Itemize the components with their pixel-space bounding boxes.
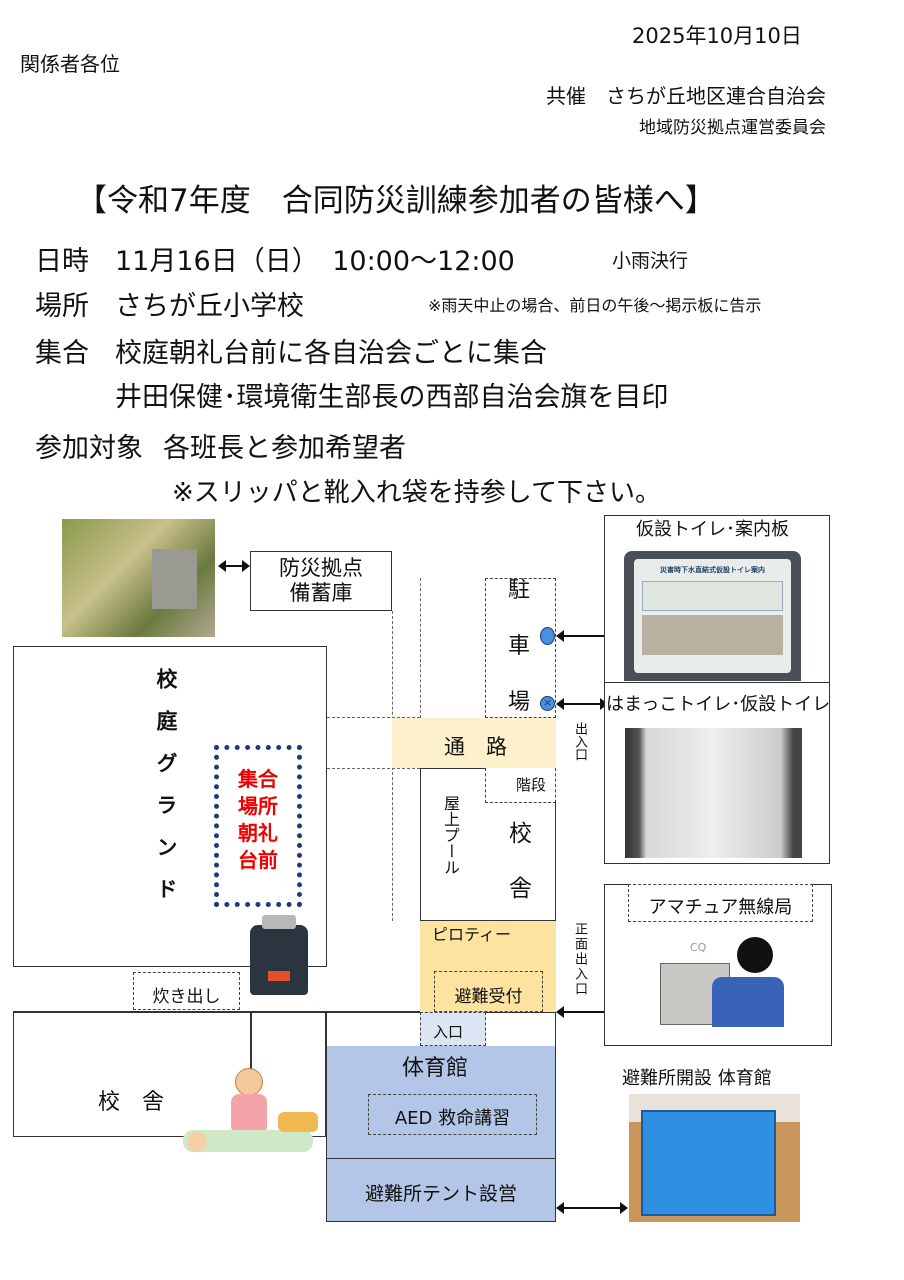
arrow-icon <box>556 1202 628 1214</box>
weather-note: 小雨決行 <box>612 250 689 272</box>
rain-note: ※雨天中止の場合、前日の午後～掲示板に告示 <box>428 296 762 315</box>
pool-label: 屋上プール <box>441 795 460 875</box>
entrance: 入口 <box>420 1012 486 1046</box>
reception-label: 避難受付 <box>454 987 523 1007</box>
piloti: ピロティー <box>420 921 556 1012</box>
storage-photo <box>62 519 215 637</box>
tent-label: 避難所テント設営 <box>364 1183 517 1205</box>
toilet-marker-icon: × <box>540 696 555 711</box>
piloti-label: ピロティー <box>432 925 512 944</box>
host-line1: 共催 さちが丘地区連合自治会 <box>546 84 826 108</box>
path-line <box>420 578 421 718</box>
datetime-label: 日時 <box>35 246 89 277</box>
gym <box>327 1046 555 1158</box>
school-label: 校 <box>509 821 532 847</box>
storage-label1: 防災拠点 <box>279 556 363 580</box>
gather-value: 校庭朝礼台前に各自治会ごとに集合 <box>115 338 547 369</box>
passage: 通 路 <box>392 718 556 768</box>
tent-setup: 避難所テント設営 <box>327 1158 555 1221</box>
school-left-building <box>13 1012 326 1137</box>
aed-session: AED 救命講習 <box>368 1094 537 1135</box>
gathering-place: 集合 場所 朝礼 台前 <box>214 745 302 907</box>
place-label: 場所 <box>35 291 89 322</box>
cooking-label: 炊き出し <box>152 987 221 1007</box>
storage-label2: 備蓄庫 <box>289 581 353 606</box>
gather-label: 集合 <box>35 338 89 369</box>
school-label: 舎 <box>509 876 532 902</box>
gathering-label: 朝礼 <box>238 821 278 845</box>
schoolyard-area <box>13 646 327 967</box>
target-label: 参加対象 <box>35 433 143 464</box>
toilet-sign-marker-icon <box>540 627 555 645</box>
aed-label: AED 救命講習 <box>394 1108 511 1129</box>
toilet-photo <box>625 728 802 858</box>
storage-box: 防災拠点 備蓄庫 <box>250 551 392 611</box>
parking-label: 車 <box>508 634 531 659</box>
sign-photo-text: 災害時下水直結式仮設トイレ案内 <box>660 566 765 574</box>
exit-label: 出入口 <box>572 722 587 761</box>
shelter-title: 避難所開設 体育館 <box>622 1068 772 1089</box>
entrance-label: 入口 <box>433 1023 464 1041</box>
parking-label: 駐 <box>508 578 531 603</box>
toilet-sign-photo: 災害時下水直結式仮設トイレ案内 <box>624 551 801 681</box>
cpr-illustration <box>183 1068 320 1165</box>
datetime-value: 11月16日（日） 10:00～12:00 <box>115 246 515 277</box>
path-line <box>327 768 420 769</box>
gathering-label: 場所 <box>238 794 278 818</box>
gather-flag: 井田保健･環境衛生部長の西部自治会旗を目印 <box>115 382 669 413</box>
addressee: 関係者各位 <box>20 52 120 76</box>
cq-text: CQ <box>690 941 707 954</box>
path-line <box>327 717 420 718</box>
parking-area <box>485 578 556 718</box>
arrow-icon <box>556 630 614 642</box>
place-value: さちが丘小学校 <box>115 291 304 322</box>
target-value: 各班長と参加希望者 <box>163 433 406 464</box>
arrow-icon <box>218 560 250 572</box>
radio-label-box: アマチュア無線局 <box>628 884 813 922</box>
gathering-label: 台前 <box>238 848 278 872</box>
stairs-label: 階段 <box>516 776 547 794</box>
bring-note: ※スリッパと靴入れ袋を持参して下さい。 <box>172 478 662 508</box>
school-left-label: 校 舎 <box>98 1090 165 1115</box>
date: 2025年10月10日 <box>632 24 802 48</box>
reception: 避難受付 <box>434 971 543 1012</box>
stairs-area <box>485 768 556 803</box>
cooking: 炊き出し <box>133 972 240 1010</box>
gathering-label: 集合 <box>238 767 278 791</box>
arrow-icon <box>556 698 608 710</box>
schoolyard-label: 校庭グランド <box>154 668 178 920</box>
gym-label: 体育館 <box>402 1056 469 1081</box>
hamakko-title: はまっこトイレ･仮設トイレ <box>606 694 831 715</box>
host-line2: 地域防災拠点運営委員会 <box>639 118 826 138</box>
radio-title: アマチュア無線局 <box>648 897 793 918</box>
front-exit-label: 正面出入口 <box>572 922 587 997</box>
shelter-tent-photo <box>629 1094 800 1222</box>
divider <box>13 1011 420 1013</box>
line <box>250 1013 252 1070</box>
radio-operator-illustration <box>652 935 790 1033</box>
passage-label: 通 路 <box>444 735 507 759</box>
page-title: 【令和7年度 合同防災訓練参加者の皆様へ】 <box>76 183 716 219</box>
parking-label: 場 <box>508 690 531 715</box>
toilet-sign-title: 仮設トイレ･案内板 <box>636 519 789 540</box>
stove-image <box>250 915 308 995</box>
